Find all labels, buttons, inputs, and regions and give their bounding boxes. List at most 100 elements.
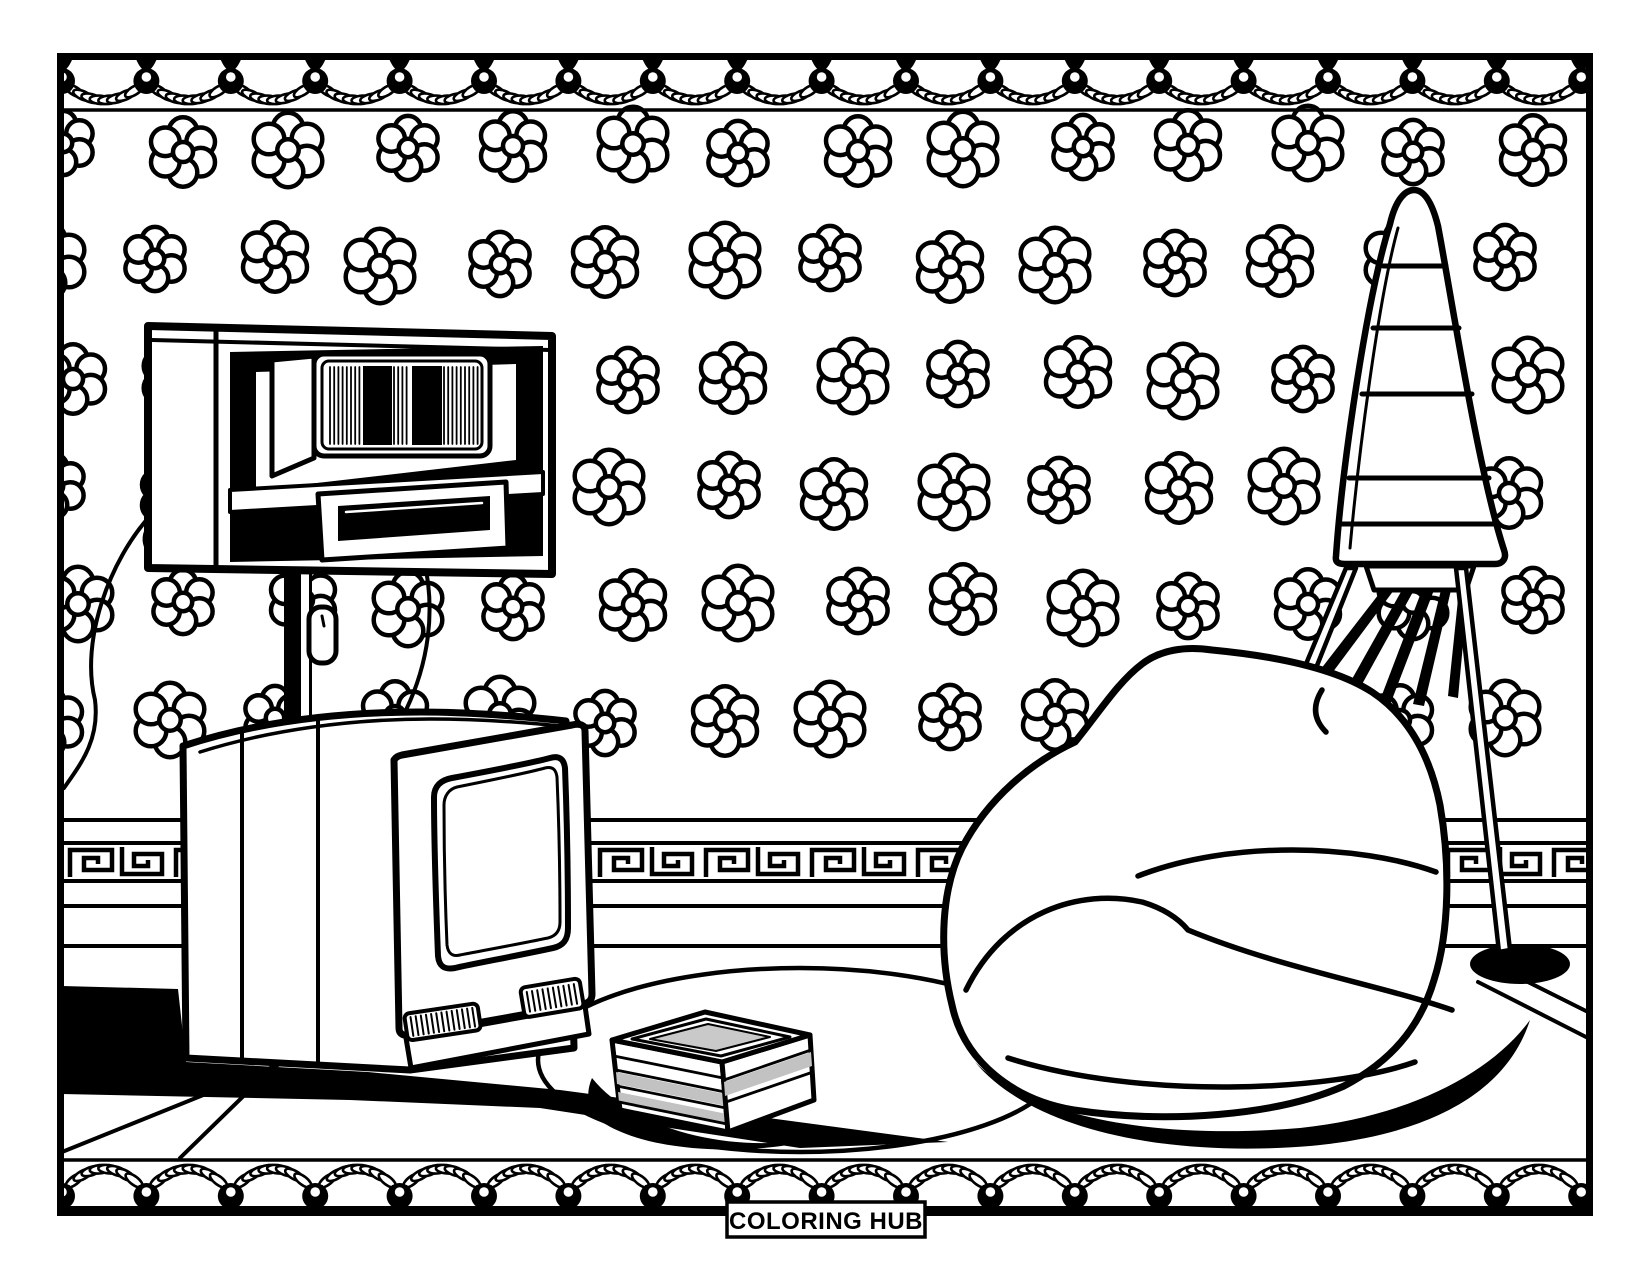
wallpaper-flower xyxy=(596,345,660,415)
lamp-right-leg xyxy=(1453,565,1513,955)
wallpaper-flower xyxy=(1156,571,1220,641)
lace-teardrop xyxy=(1318,60,1338,71)
wallpaper-flower xyxy=(148,115,218,189)
wallpaper-flower xyxy=(1046,568,1120,648)
radio-tuner xyxy=(311,351,493,459)
wallpaper-flower xyxy=(61,225,87,297)
wallpaper-flower xyxy=(1146,341,1220,421)
lace-teardrop xyxy=(1486,60,1507,71)
vcr-deck xyxy=(315,479,511,563)
magazine-stack xyxy=(588,1009,834,1150)
wall-pole-highlight xyxy=(301,564,309,738)
tv-screen xyxy=(442,766,562,957)
magazine-stripe xyxy=(724,1052,812,1096)
wallpaper-flower xyxy=(816,336,890,416)
wallpaper-flower xyxy=(926,339,990,409)
wallpaper-flower xyxy=(697,450,761,520)
magazine-stripe xyxy=(618,1092,727,1124)
wallpaper-flower xyxy=(1271,103,1345,183)
lamp-shade-inner-line xyxy=(1348,226,1400,550)
tv-shadow xyxy=(62,986,948,1148)
lace-teardrop xyxy=(727,60,748,71)
lamp-leg-shadow xyxy=(1470,944,1570,984)
tv-vent-right xyxy=(518,976,586,1019)
power-cable-left xyxy=(62,514,152,790)
wallpaper-flower xyxy=(1020,678,1090,752)
wallpaper-flower xyxy=(481,572,545,642)
lace-teardrop xyxy=(389,60,410,71)
wallpaper-flower xyxy=(918,682,982,752)
wallpaper-flower xyxy=(799,457,869,531)
wallpaper-flower xyxy=(573,688,637,758)
wallpaper-flower xyxy=(133,680,207,760)
bean-bag-body xyxy=(940,645,1451,1121)
tv-screen-bezel xyxy=(431,754,571,972)
magazine-stripe xyxy=(616,1072,726,1106)
magazine-cover-photo xyxy=(649,1023,771,1052)
wallpaper-flower xyxy=(598,568,668,642)
lace-teardrop xyxy=(1402,60,1423,71)
lace-teardrop xyxy=(1149,60,1170,71)
wallpaper-flower xyxy=(343,226,417,306)
lace-teardrop xyxy=(1233,60,1254,71)
wallpaper-flower xyxy=(596,104,670,184)
lace-teardrop xyxy=(558,60,579,71)
wallpaper-flower xyxy=(61,689,85,755)
wallpaper-flower xyxy=(1153,108,1223,182)
wallpaper-flower xyxy=(1247,446,1321,526)
radio-grille-stripes xyxy=(329,366,479,445)
wallpaper-flower xyxy=(915,230,985,304)
magazine-shadow xyxy=(588,1078,834,1150)
footer-label: COLORING HUB xyxy=(725,1200,927,1239)
lamp-shade-stripes xyxy=(1338,263,1501,527)
wallpaper-flower xyxy=(478,109,548,183)
lace-teardrop xyxy=(220,60,241,71)
lace-teardrop xyxy=(896,60,916,71)
wallpaper-flower xyxy=(251,110,325,190)
footer-label-text: COLORING HUB xyxy=(729,1208,923,1235)
wallpaper-flower xyxy=(1144,451,1214,525)
vcr-slot xyxy=(338,496,490,541)
bean-bag-shadow xyxy=(975,1020,1530,1149)
lamp-shade xyxy=(1332,186,1509,568)
floorboard-line xyxy=(1476,980,1589,1040)
wallpaper-flower xyxy=(688,220,762,300)
bean-bag-creases xyxy=(963,687,1455,1090)
wallpaper-flower xyxy=(1245,224,1315,298)
wallpaper-flower xyxy=(1271,344,1335,414)
wallpaper-flower xyxy=(1381,117,1445,187)
lace-border-top xyxy=(61,60,1589,106)
bean-bag-chair xyxy=(940,645,1530,1149)
striped-cone-floor-lamp xyxy=(1300,186,1570,984)
wallpaper-flower xyxy=(1143,228,1207,298)
wallpaper-flower xyxy=(701,563,775,643)
lace-teardrop xyxy=(1064,60,1085,71)
wallpaper-flower xyxy=(823,114,893,188)
wallpaper-flower xyxy=(826,566,890,636)
wallpaper-flower xyxy=(151,567,215,637)
lace-teardrop xyxy=(305,60,326,71)
lace-teardrop xyxy=(811,60,832,71)
tv-vent-left xyxy=(402,1001,483,1043)
wallpaper-flower xyxy=(798,223,862,293)
wallpaper-flower xyxy=(1491,335,1565,415)
crt-television xyxy=(179,708,596,1074)
wallpaper-flower xyxy=(793,679,867,759)
wallpaper-flower xyxy=(1501,565,1565,635)
wallpaper-flower xyxy=(468,229,532,299)
lace-teardrop xyxy=(136,60,157,71)
pole-bracket xyxy=(306,604,339,666)
wallpaper-flower xyxy=(1051,112,1115,182)
wallpaper-flower xyxy=(1473,222,1537,292)
wallpaper-flower xyxy=(690,684,760,758)
lace-teardrop xyxy=(1571,60,1589,71)
wallpaper-flower xyxy=(926,109,1000,189)
lace-teardrop xyxy=(642,60,663,71)
wallpaper-flower xyxy=(572,447,646,527)
wallpaper-flower xyxy=(123,224,187,294)
wallpaper-flower xyxy=(917,452,991,532)
wallpaper-flower xyxy=(1027,455,1091,525)
wallpaper-flower xyxy=(371,569,445,649)
